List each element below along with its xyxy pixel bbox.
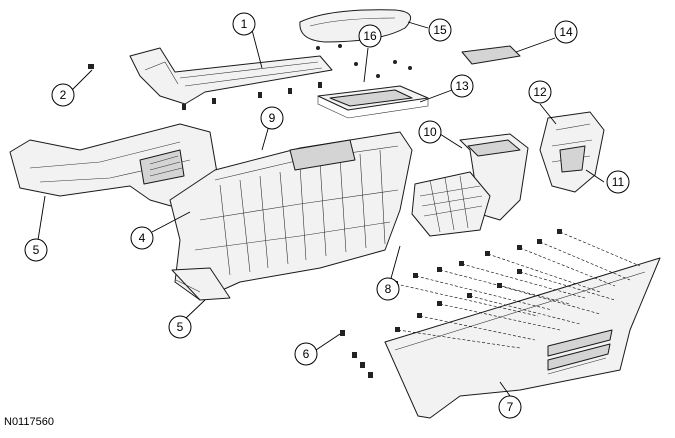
callout-8-label: 8	[385, 282, 392, 296]
callout-5-lower-label: 5	[177, 320, 184, 334]
callout-2-label: 2	[60, 88, 67, 102]
part-7-lower-trim-panel	[384, 257, 661, 419]
callout-16-label: 16	[363, 29, 377, 43]
callout-5-upper: 5	[24, 238, 48, 262]
callout-2: 2	[51, 83, 75, 107]
callout-12-label: 12	[533, 85, 547, 99]
part-16-tray	[317, 85, 429, 119]
part-16-screws	[316, 44, 412, 78]
callout-13-label: 13	[455, 79, 469, 93]
callout-11-label: 11	[612, 175, 625, 189]
part-2-clip	[88, 64, 94, 69]
callout-1: 1	[232, 12, 256, 36]
callout-8: 8	[376, 277, 400, 301]
callout-15: 15	[428, 18, 452, 42]
callout-5-upper-label: 5	[33, 243, 40, 257]
part-15-armrest-pad	[299, 9, 412, 43]
part-5-console-body	[169, 131, 413, 301]
part-10-storage-bin	[411, 133, 529, 237]
figure-code: N0117560	[4, 416, 54, 428]
part-14-pad	[461, 45, 521, 65]
callout-12: 12	[528, 80, 552, 104]
callout-6-label: 6	[303, 347, 310, 361]
callout-7-label: 7	[507, 400, 514, 414]
callout-4-label: 4	[139, 231, 146, 245]
part-11-rear-panel	[539, 111, 605, 193]
callout-5-lower: 5	[168, 315, 192, 339]
callout-leaders	[37, 21, 605, 397]
callout-14-label: 14	[559, 25, 573, 39]
part-1-top-bezel	[129, 47, 333, 110]
callout-13: 13	[450, 74, 474, 98]
callout-9: 9	[260, 106, 284, 130]
callout-11: 11	[606, 170, 630, 194]
callout-15-label: 15	[433, 23, 447, 37]
callout-10-label: 10	[423, 125, 437, 139]
callout-4: 4	[130, 226, 154, 250]
callout-10: 10	[418, 120, 442, 144]
callout-7: 7	[498, 395, 522, 419]
callout-16: 16	[358, 24, 382, 48]
callout-1-label: 1	[241, 17, 248, 31]
part-5-left-side-panel	[9, 123, 221, 211]
callout-6: 6	[294, 342, 318, 366]
callout-14: 14	[554, 20, 578, 44]
callout-9-label: 9	[269, 111, 276, 125]
fastener-alignment-lines	[395, 231, 641, 349]
